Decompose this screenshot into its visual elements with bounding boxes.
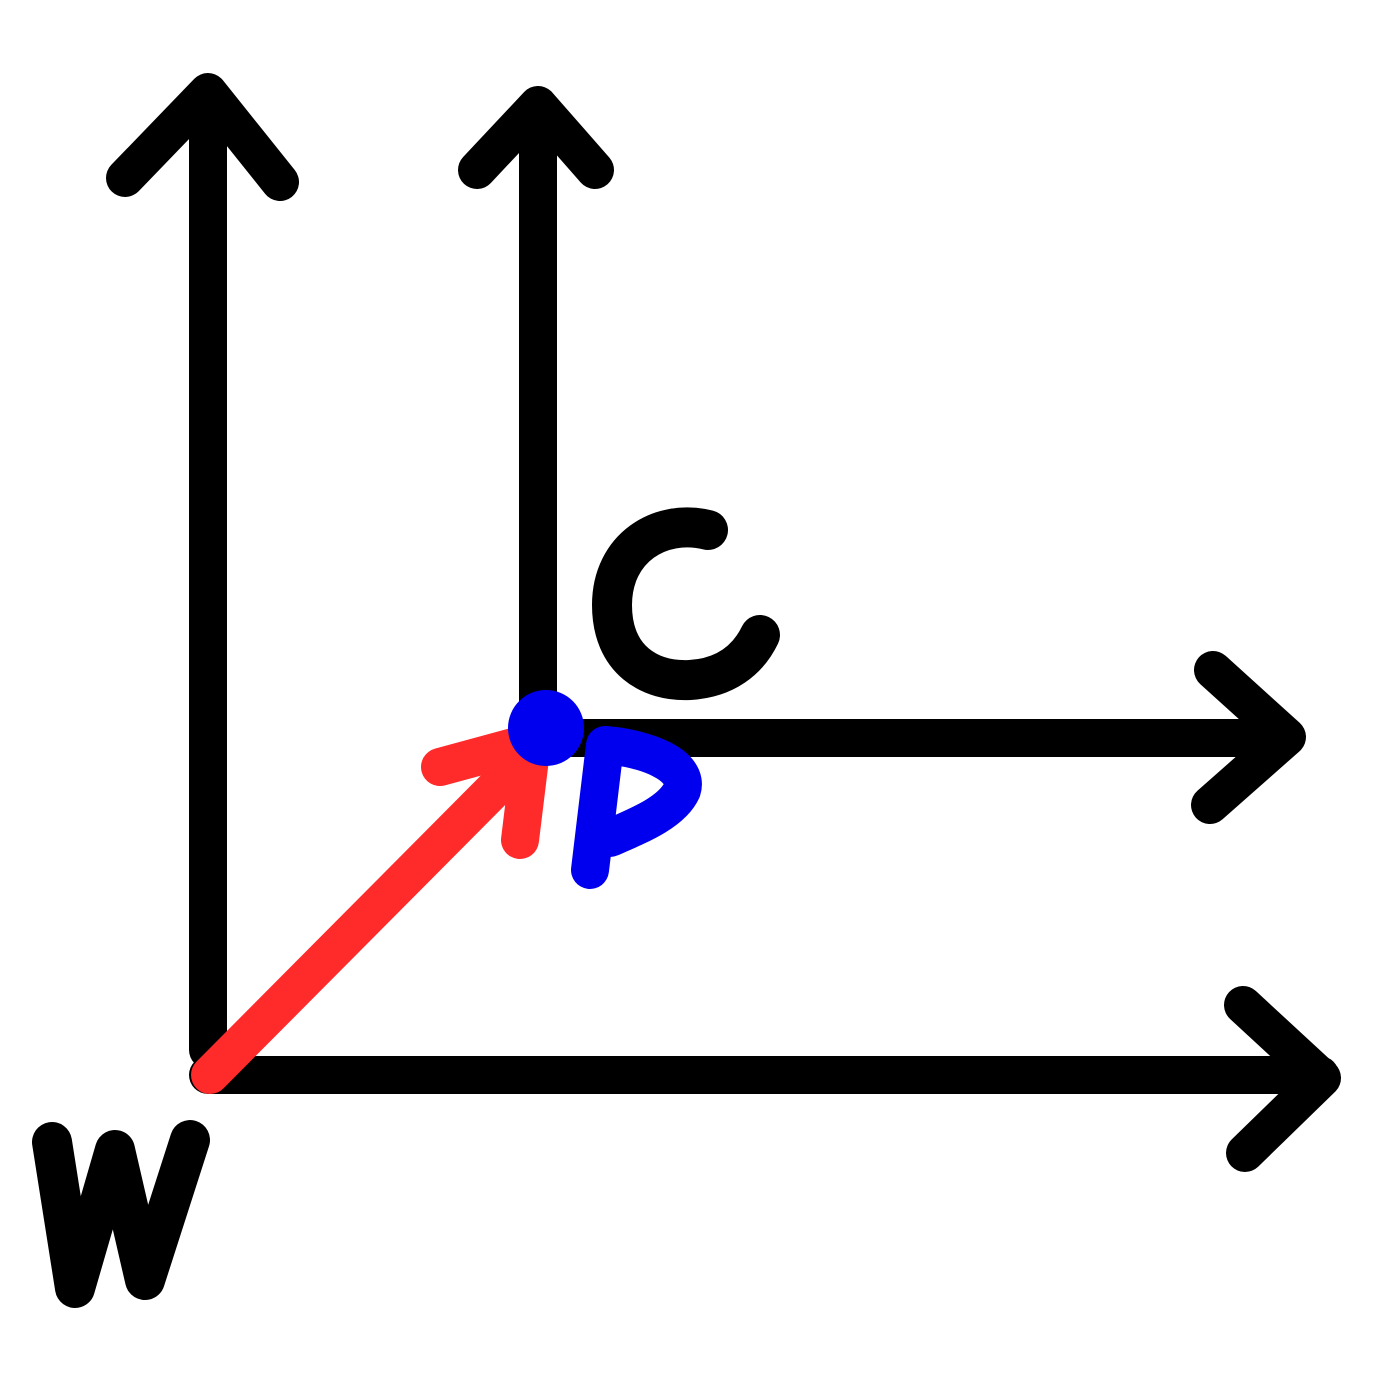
- position-vector-shaft: [191, 729, 554, 1094]
- position-vector: [191, 723, 554, 1094]
- world-y-arrowhead: [106, 73, 299, 201]
- camera-y-arrowhead: [458, 86, 614, 189]
- world-frame: [106, 73, 1341, 1172]
- point-marker: [508, 690, 584, 766]
- camera-label-glyph: [592, 507, 780, 701]
- point-label-glyph: [571, 726, 702, 889]
- camera-x-arrowhead: [1191, 651, 1306, 824]
- camera-frame: [458, 86, 1306, 824]
- world-label-glyph: [32, 1120, 210, 1308]
- world-x-arrowhead: [1224, 986, 1341, 1172]
